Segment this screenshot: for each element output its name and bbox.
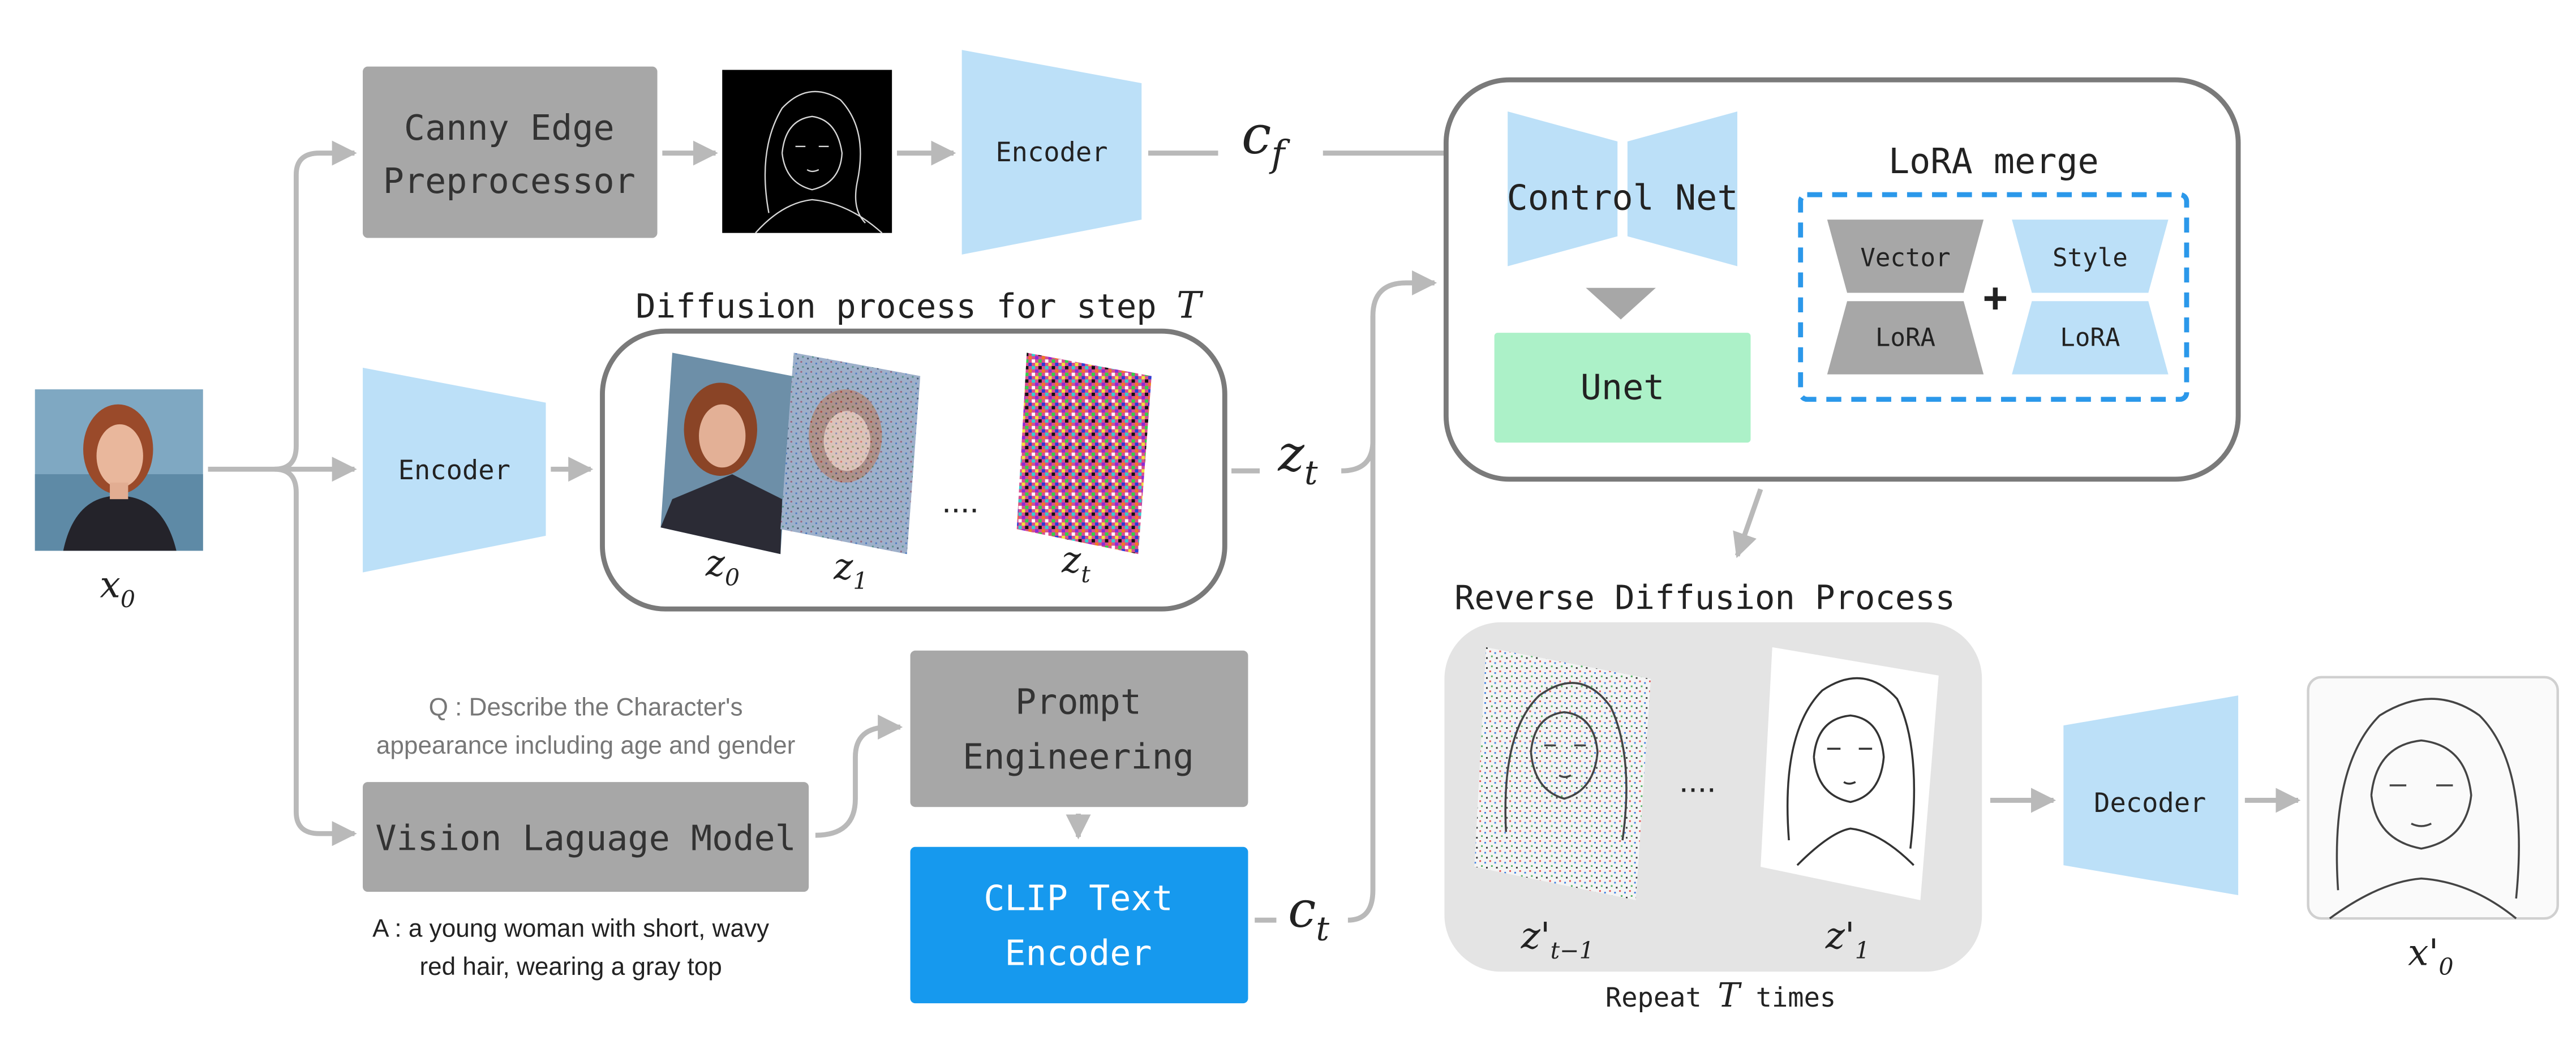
canny-label-line1: Canny Edge <box>404 108 615 148</box>
z1-label: z1 <box>833 545 868 595</box>
vector-label: Vector <box>1860 243 1950 272</box>
zprime-1-label: z'1 <box>1825 915 1870 964</box>
encoder-top <box>961 50 1142 255</box>
style-lora-bottom <box>2012 301 2169 375</box>
lora-merge-title: LoRA merge <box>1888 141 2099 182</box>
decoder-label: Decoder <box>2094 788 2206 819</box>
unet-block <box>1494 333 1751 443</box>
diffusion-title: Diffusion process for step T <box>636 285 1204 327</box>
decoder-block <box>2063 695 2239 896</box>
answer-line2: red hair, wearing a gray top <box>419 953 722 981</box>
clip-label-line1: CLIP Text <box>984 878 1173 919</box>
encoder-middle <box>363 367 546 573</box>
arrow-panel-to-reverse <box>1733 488 1763 558</box>
edge-map-image <box>722 70 892 234</box>
vector-lora-bottom <box>1827 301 1984 375</box>
vision-language-model <box>363 782 809 892</box>
lora-left-label: LoRA <box>1875 324 1935 353</box>
vector-lora-top <box>1827 220 1984 293</box>
answer-line1: A : a young woman with short, wavy <box>372 915 769 943</box>
z0-image <box>660 353 792 555</box>
zprime-1-image <box>1761 647 1939 900</box>
style-lora-top <box>2012 220 2169 293</box>
controlnet-left-wing <box>1508 111 1618 267</box>
clip-text-encoder <box>910 846 1248 1004</box>
question-line1: Q : Describe the Character's <box>429 693 743 721</box>
cf-label: cf <box>1242 105 1291 176</box>
zprime-t-1-label: z't−1 <box>1521 915 1594 964</box>
lora-right-label: LoRA <box>2060 324 2120 353</box>
input-photo <box>35 389 203 551</box>
zt-label: zt <box>1061 539 1090 588</box>
canny-edge-preprocessor <box>363 66 658 238</box>
plus-icon: + <box>1982 274 2008 323</box>
condition-merge-lines <box>1341 270 1437 923</box>
control-net-label: Control Net <box>1507 178 1738 218</box>
lora-merge-box <box>1798 192 2189 402</box>
diffusion-dots: .... <box>942 483 978 520</box>
ct-label: ct <box>1288 880 1329 948</box>
repeat-label: Repeat T times <box>1605 975 1836 1015</box>
question-line2: appearance including age and gender <box>376 732 795 759</box>
zt-noise-image <box>1016 353 1152 555</box>
clip-label-line2: Encoder <box>1004 933 1152 974</box>
reverse-dots: .... <box>1679 763 1716 800</box>
reverse-diffusion-title: Reverse Diffusion Process <box>1454 578 1955 617</box>
encoder-middle-label: Encoder <box>398 455 510 486</box>
arrow-vlm-to-prompt <box>815 714 903 838</box>
encoder-top-label: Encoder <box>995 137 1107 168</box>
canny-label-line2: Preprocessor <box>383 161 636 201</box>
z0-label: z0 <box>705 542 740 591</box>
down-triangle-icon <box>1586 287 1656 320</box>
x-prime-0-label: x'0 <box>2408 932 2453 981</box>
zt-output-label: zt <box>1277 424 1317 492</box>
input-branch-lines <box>208 140 357 846</box>
prompt-engineering <box>910 650 1248 807</box>
x0-label: x0 <box>100 564 135 613</box>
unet-label: Unet <box>1581 367 1665 408</box>
prompt-label-line1: Prompt <box>1015 682 1141 723</box>
output-sketch-image <box>2307 676 2559 920</box>
vlm-label: Vision Laguage Model <box>375 818 796 859</box>
style-label: Style <box>2053 243 2128 272</box>
zprime-t-1-image <box>1474 647 1651 900</box>
prompt-label-line2: Engineering <box>963 737 1194 777</box>
controlnet-right-wing <box>1627 111 1737 267</box>
z1-image <box>780 353 921 555</box>
